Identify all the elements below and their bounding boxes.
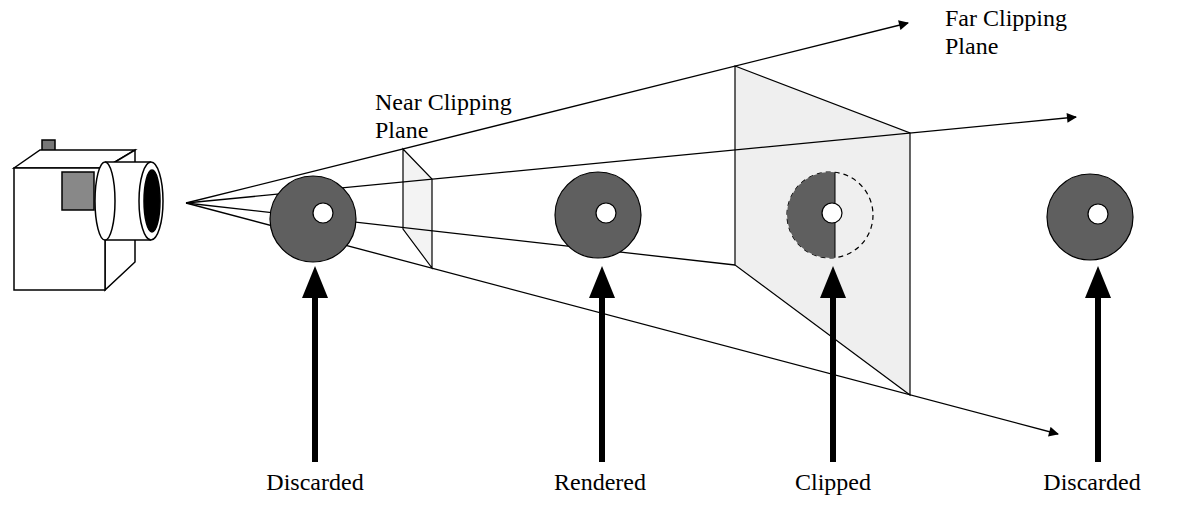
status-label: Discarded [266,468,363,496]
status-label: Discarded [1043,468,1140,496]
clipped-sphere [787,172,873,258]
camera [14,140,163,290]
rendered-sphere [555,172,641,258]
status-label: Clipped [795,468,871,496]
discarded-sphere [270,176,356,262]
frustum-lines [186,23,1076,434]
plane-label: Near Clipping Plane [375,88,535,144]
pointer-arrows [302,266,1111,462]
discarded-sphere [1047,174,1133,260]
status-label: Rendered [554,468,646,496]
near-clipping-plane [403,149,432,268]
far-clipping-plane [735,66,910,395]
plane-label: Far Clipping Plane [945,4,1105,60]
